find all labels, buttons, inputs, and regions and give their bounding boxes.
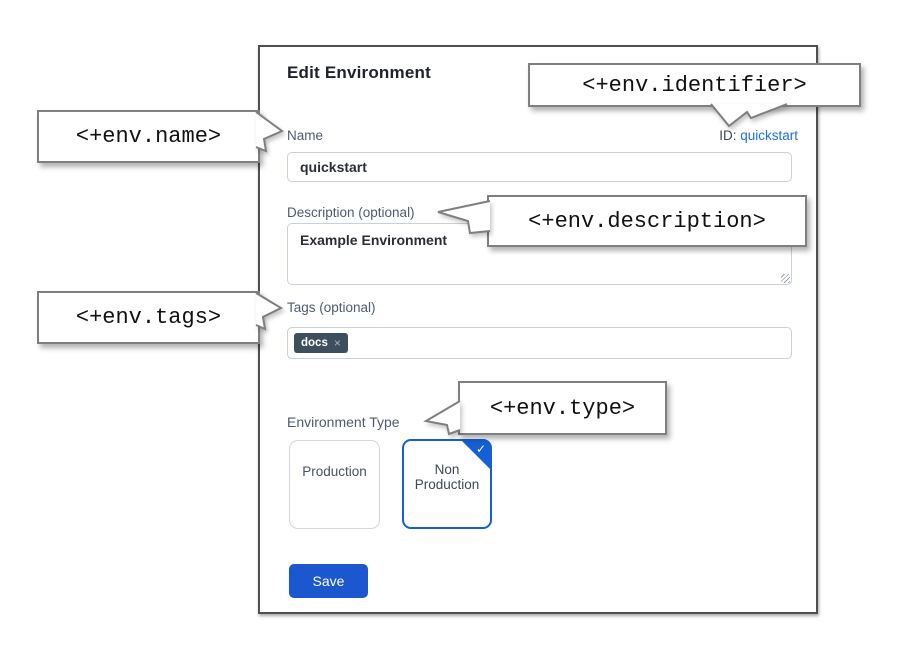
save-button[interactable]: Save [289,564,368,598]
name-input[interactable] [287,152,792,182]
name-label: Name [287,128,324,143]
callout-env-tags-tail [255,292,284,331]
type-card-production[interactable]: Production [289,440,380,529]
callout-env-identifier-tail [710,103,788,128]
id-caption: ID: [719,128,737,143]
tag-chip: docs × [294,333,348,353]
type-card-non-production-label: Non Production [414,462,480,492]
type-card-production-label: Production [302,464,367,479]
edit-environment-dialog: Edit Environment Name ID: quickstart Des… [258,45,818,614]
id-value-link[interactable]: quickstart [740,128,798,143]
callout-env-type: <+env.type> [458,381,667,435]
callout-env-identifier: <+env.identifier> [528,63,861,107]
callout-env-description: <+env.description> [487,195,807,247]
description-label: Description (optional) [287,205,415,220]
environment-type-label: Environment Type [287,414,400,430]
remove-tag-icon[interactable]: × [333,336,341,350]
type-card-non-production[interactable]: Non Production ✓ [402,439,492,529]
tags-input[interactable]: docs × [287,327,792,359]
tag-label: docs [301,337,328,349]
tags-label: Tags (optional) [287,300,376,315]
id-row: ID: quickstart [719,128,798,143]
dialog-title: Edit Environment [287,63,431,82]
selected-check-icon: ✓ [475,442,486,456]
callout-env-name-tail [255,111,284,153]
callout-env-description-tail [437,200,491,235]
callout-env-tags: <+env.tags> [37,291,260,344]
callout-env-type-tail [423,400,461,436]
callout-env-name: <+env.name> [37,110,260,163]
